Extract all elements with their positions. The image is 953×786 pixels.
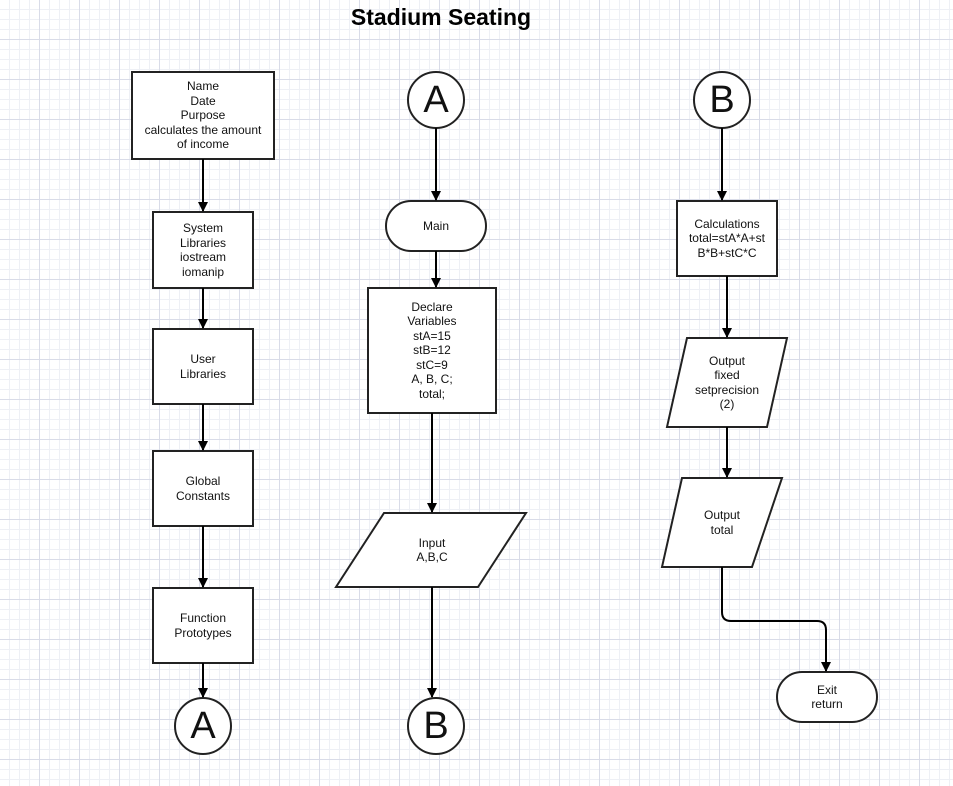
connector-a-start-label: A [423, 78, 449, 121]
edge-output-total-to-exit [721, 567, 831, 672]
connector-b-end-label: B [423, 704, 449, 747]
main-label: Main [422, 218, 449, 233]
diagram-title: Stadium Seating [350, 4, 532, 30]
exit-terminal [776, 671, 878, 723]
calculations-box [676, 200, 778, 277]
connector-a-end-label: A [190, 704, 216, 747]
header-process-box [131, 71, 275, 160]
output-total-parallelogram [660, 477, 784, 568]
user-libraries-box [152, 328, 254, 405]
system-libraries-box [152, 211, 254, 289]
connector-b-end-circle [407, 697, 465, 755]
input-parallelogram [334, 512, 528, 588]
connector-a-end-circle [174, 697, 232, 755]
connector-b-start-label: B [709, 78, 735, 121]
output-format-parallelogram [665, 337, 789, 428]
